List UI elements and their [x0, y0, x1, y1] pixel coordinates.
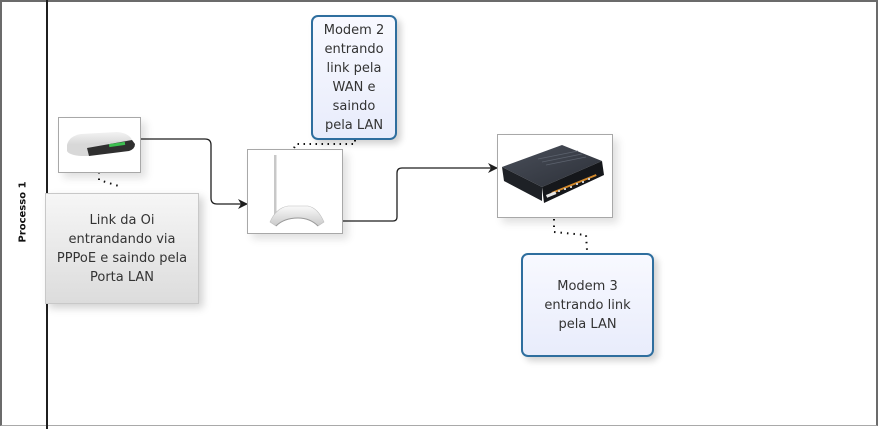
annotation-modem-2-text: Modem 2 entrando link pela WAN e saindo … — [323, 22, 385, 133]
annotation-modem-2[interactable]: Modem 2 entrando link pela WAN e saindo … — [311, 15, 397, 140]
annotation-modem-3[interactable]: Modem 3 entrando link pela LAN — [521, 253, 654, 357]
annotation-modem-3-text: Modem 3 entrando link pela LAN — [544, 278, 631, 332]
annotation-modem-1-text: Link da Oi entrandando via PPPoE e saind… — [56, 212, 188, 285]
dsl-modem-icon — [67, 132, 135, 156]
wireless-router-icon — [269, 155, 325, 227]
annotation-link-modem1 — [98, 172, 123, 188]
device-modem-1[interactable] — [58, 117, 141, 173]
annotation-modem-1[interactable]: Link da Oi entrandando via PPPoE e saind… — [45, 193, 199, 304]
annotation-link-modem2 — [293, 140, 356, 149]
ethernet-switch-icon — [502, 145, 604, 203]
annotation-link-modem3 — [553, 219, 588, 251]
device-modem-2[interactable] — [247, 149, 343, 234]
connector-modem2-to-modem3 — [343, 163, 498, 222]
connector-modem1-to-modem2 — [141, 138, 248, 209]
device-modem-3[interactable] — [497, 134, 613, 218]
